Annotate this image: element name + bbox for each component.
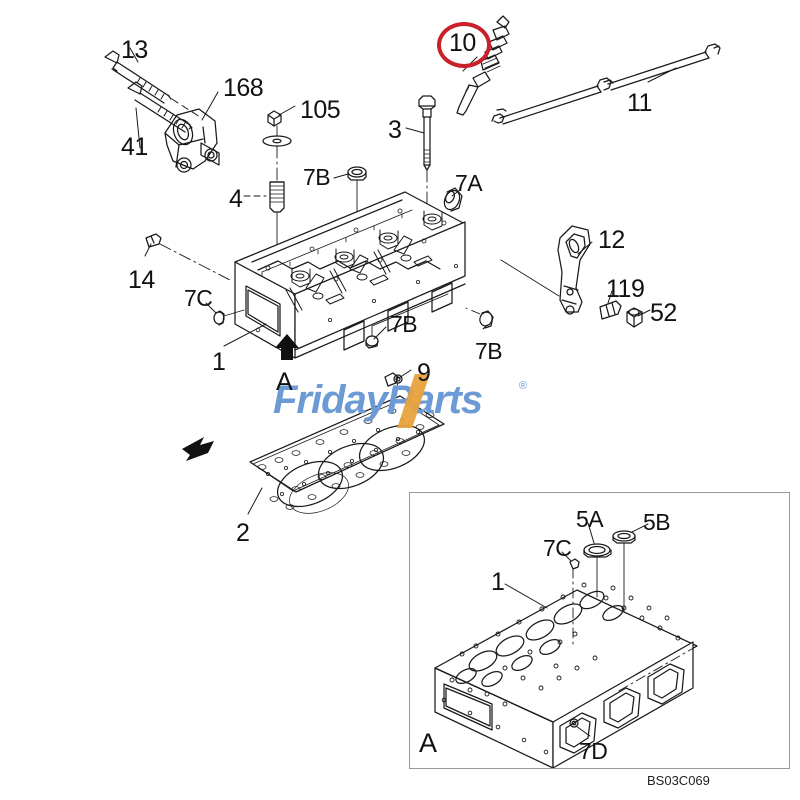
section-mark-a-inset: A	[419, 728, 437, 758]
callout-11: 11	[627, 89, 652, 117]
callout-2: 2	[236, 519, 250, 547]
callout-105: 105	[300, 96, 341, 124]
part-washer	[262, 135, 292, 147]
inset-detail-a-frame	[409, 492, 790, 769]
callout-13: 13	[121, 36, 148, 64]
part-nut-105	[267, 110, 282, 127]
callout-41: 41	[121, 133, 148, 161]
callout-5b: 5B	[643, 509, 671, 535]
callout-7b-top: 7B	[303, 164, 331, 190]
part-dowel-pin-14	[145, 233, 162, 248]
part-lifting-bracket-12	[557, 225, 591, 315]
section-arrow-left	[182, 437, 214, 461]
callout-1-inset: 1	[491, 568, 505, 596]
callout-3: 3	[388, 116, 402, 144]
part-head-gasket-2	[249, 395, 445, 514]
callout-9: 9	[417, 359, 431, 387]
part-cylinder-head-1	[234, 191, 466, 359]
callout-7d: 7D	[579, 738, 608, 764]
part-head-bolt-3	[418, 95, 436, 171]
part-plug-7b-top	[347, 166, 367, 181]
drawing-code: BS03C069	[647, 773, 710, 788]
part-plug-7c-main	[213, 310, 225, 326]
part-stud-bolt-9	[384, 372, 403, 387]
callout-5a: 5A	[576, 506, 604, 532]
part-plug-7b-mid	[365, 335, 379, 349]
callout-4: 4	[229, 185, 243, 213]
part-plug-7d	[569, 718, 579, 728]
part-dowel-pin-119	[599, 300, 622, 320]
callout-7b-mid: 7B	[390, 311, 418, 337]
part-bolt-13	[104, 50, 172, 104]
part-rocker-bracket-168	[164, 108, 220, 173]
part-plug-7a	[443, 187, 463, 212]
callout-7b-right: 7B	[475, 338, 503, 364]
callout-168: 168	[223, 74, 264, 102]
callout-12: 12	[598, 226, 625, 254]
part-plug-7c-inset	[569, 558, 580, 570]
section-mark-a-main: A	[276, 368, 293, 396]
part-connector-bar-11	[491, 43, 721, 125]
section-arrow-up	[275, 334, 299, 360]
callout-7c: 7C	[184, 285, 213, 311]
callout-7c-inset: 7C	[543, 535, 572, 561]
callout-14: 14	[128, 266, 155, 294]
callout-7a: 7A	[455, 170, 483, 196]
callout-1: 1	[212, 348, 226, 376]
callout-119: 119	[606, 275, 645, 303]
callout-52: 52	[650, 299, 677, 327]
part-plug-7b-right	[479, 310, 494, 329]
inset-cylinder-head-detail	[434, 582, 698, 769]
highlight-circle-part-10	[437, 22, 491, 68]
part-stud-4	[269, 181, 285, 213]
part-nut-52	[626, 307, 643, 328]
callout-10: 10	[449, 29, 476, 57]
